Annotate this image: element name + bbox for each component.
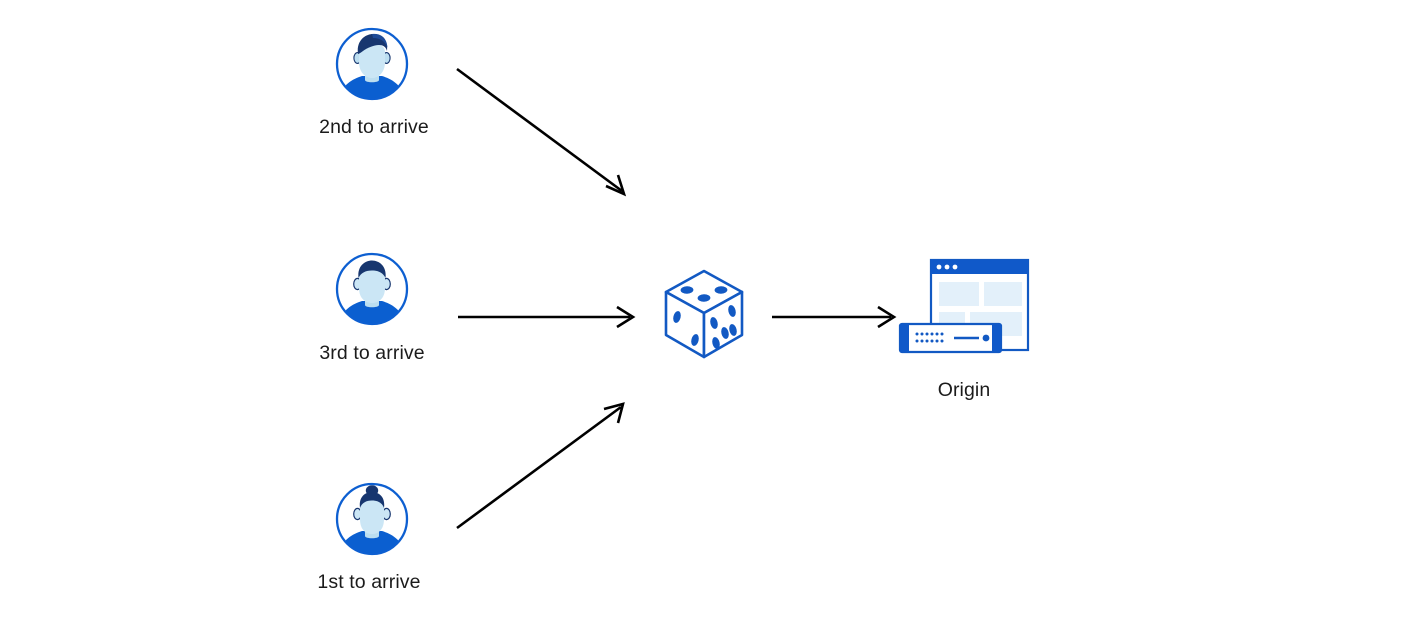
label-client-1st: 1st to arrive xyxy=(317,571,421,593)
server-device-icon xyxy=(898,322,1003,354)
dice-node xyxy=(658,265,750,365)
origin-node xyxy=(896,258,1036,363)
dice-icon xyxy=(664,269,744,359)
arrow-dice-to-origin xyxy=(772,305,897,329)
origin-server-icon xyxy=(898,258,1030,354)
arrow-2nd-to-dice xyxy=(456,67,627,197)
user-avatar-icon xyxy=(335,252,409,326)
user-avatar-icon xyxy=(335,27,409,101)
label-origin: Origin xyxy=(937,379,991,401)
label-client-3rd: 3rd to arrive xyxy=(319,342,425,364)
avatar-client-1st xyxy=(334,481,410,557)
user-avatar-icon xyxy=(335,482,409,556)
label-client-2nd: 2nd to arrive xyxy=(319,116,429,138)
arrow-1st-to-dice xyxy=(456,402,625,530)
avatar-client-2nd xyxy=(334,26,410,102)
avatar-client-3rd xyxy=(334,251,410,327)
arrow-3rd-to-dice xyxy=(458,305,636,329)
